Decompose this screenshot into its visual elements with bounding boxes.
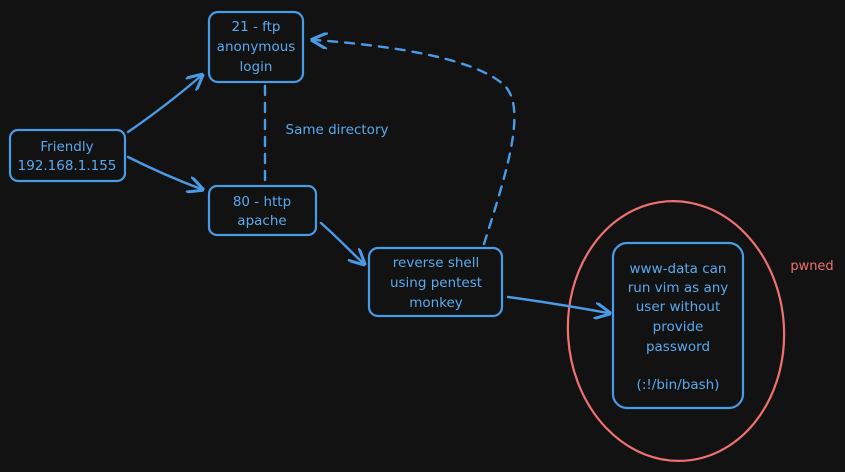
node-reverse-shell-line: monkey [409,295,463,311]
node-privesc-line: user without [636,299,721,315]
node-friendly-line: 192.168.1.155 [18,158,117,174]
node-privesc-line: www-data can [630,261,727,277]
node-http[interactable]: 80 - http apache [207,184,318,237]
node-ftp-line: 21 - ftp [231,19,280,35]
node-friendly-line: Friendly [40,139,93,155]
node-http-line: apache [237,213,286,229]
node-friendly[interactable]: Friendly 192.168.1.155 [8,128,127,183]
arrow-shell-to-ftp [314,40,516,246]
node-privesc-line: password [646,339,710,355]
edge-label-same-directory: Same directory [286,122,389,138]
arrow-friendly-to-http [126,155,201,189]
node-privesc-line: run vim as any [628,280,729,296]
arrow-http-to-shell [319,221,363,263]
annotation-pwned: pwned [790,259,833,274]
node-ftp-line: anonymous [217,39,296,55]
node-reverse-shell-line: using pentest [390,275,482,291]
node-ftp[interactable]: 21 - ftp anonymous login [207,10,305,84]
node-privesc[interactable]: www-data can run vim as any user without… [611,241,745,410]
arrow-shell-to-privesc [506,295,608,313]
node-privesc-line: (:!/bin/bash) [637,377,720,393]
node-http-line: 80 - http [233,194,291,210]
node-reverse-shell-line: reverse shell [393,255,479,271]
node-ftp-line: login [240,59,273,75]
arrow-friendly-to-ftp [126,76,201,134]
node-reverse-shell[interactable]: reverse shell using pentest monkey [367,246,504,318]
node-privesc-line: provide [653,319,704,335]
pwned-highlight-ellipse [566,199,786,463]
